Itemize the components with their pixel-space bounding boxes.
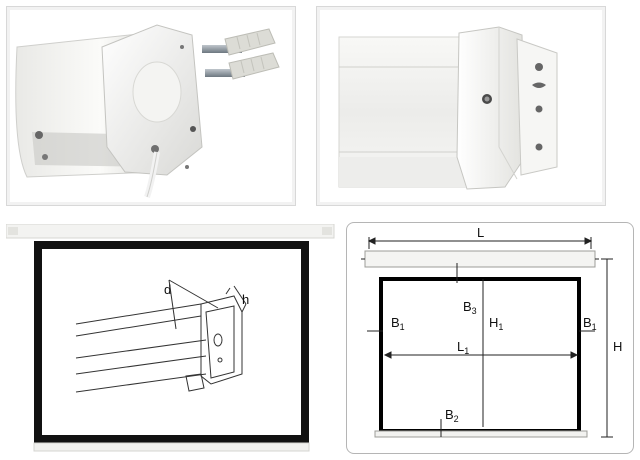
dimension-diagram: L H H1 L1 B1 B1 B3 B2 [346, 222, 634, 454]
wall-mount-bracket-photo-icon [15, 24, 280, 198]
label-d: d [164, 282, 171, 297]
projection-screen-illustration: d h [6, 224, 335, 452]
label-H1: H1 [489, 315, 503, 332]
label-B1-left: B1 [391, 315, 405, 332]
label-L1: L1 [457, 339, 469, 356]
photo-wall-mount-bracket [6, 6, 296, 206]
label-B3: B3 [463, 299, 477, 316]
label-B2: B2 [445, 407, 459, 424]
label-B1-right: B1 [583, 315, 597, 332]
screen-casing-end-cap-photo-icon [338, 26, 558, 190]
label-H: H [613, 339, 622, 354]
label-h: h [242, 292, 249, 307]
photo-casing-end-cap [316, 6, 606, 206]
screen-with-sketch: d h [6, 224, 336, 454]
label-L: L [477, 225, 484, 240]
